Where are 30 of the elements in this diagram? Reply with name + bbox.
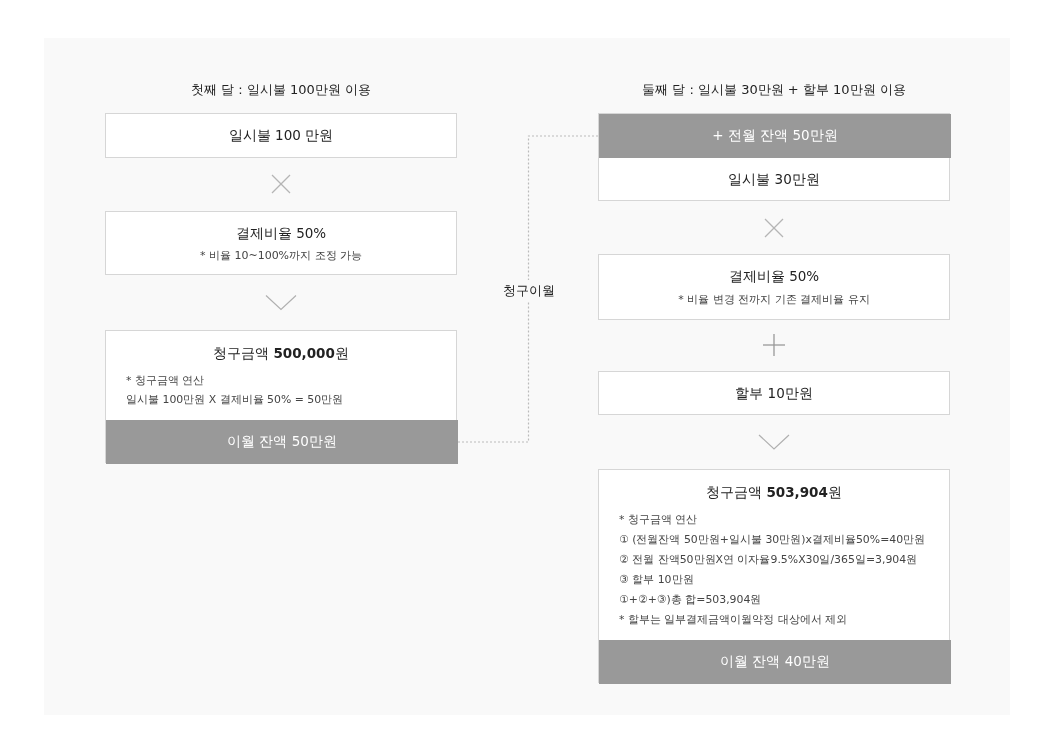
box-title: 청구금액 500,000원 bbox=[212, 345, 350, 363]
note-text: * 비율 10~100%까지 조정 가능 bbox=[198, 248, 364, 263]
step-box bbox=[598, 113, 950, 201]
box-title: 일시불 30만원 bbox=[727, 171, 821, 189]
note-text: * 청구금액 연산 bbox=[126, 374, 205, 388]
box-title: 결제비율 50% bbox=[234, 225, 328, 243]
note-text: ①+②+③)총 합=503,904원 bbox=[619, 593, 762, 607]
note-text: 일시불 100만원 X 결제비율 50% = 50만원 bbox=[126, 393, 344, 407]
box-title: 일시불 100 만원 bbox=[227, 127, 335, 145]
note-text: ② 전월 잔액50만원X연 이자율9.5%X30일/365일=3,904원 bbox=[619, 553, 918, 567]
step-box bbox=[598, 254, 950, 320]
box-title: 결제비율 50% bbox=[727, 268, 821, 286]
note-text: ③ 할부 10만원 bbox=[619, 573, 694, 587]
column-heading: 둘째 달 : 일시불 30만원 + 할부 10만원 이용 bbox=[642, 81, 906, 99]
box-title: 할부 10만원 bbox=[734, 385, 814, 403]
edge-label: 청구이월 bbox=[502, 280, 555, 302]
note-text: * 할부는 일부결제금액이월약정 대상에서 제외 bbox=[619, 613, 848, 627]
step-box bbox=[105, 113, 457, 158]
note-text: ① (전월잔액 50만원+일시불 30만원)x결제비율50%=40만원 bbox=[619, 533, 926, 547]
step-box bbox=[105, 211, 457, 275]
step-box bbox=[105, 330, 457, 463]
box-title: 청구금액 503,904원 bbox=[705, 484, 843, 502]
step-box bbox=[598, 469, 950, 683]
balance-band: + 전월 잔액 50만원 bbox=[599, 114, 951, 158]
note-text: * 청구금액 연산 bbox=[619, 513, 698, 527]
balance-band: 이월 잔액 40만원 bbox=[599, 640, 951, 684]
balance-band: 이월 잔액 50만원 bbox=[106, 420, 458, 464]
note-text: * 비율 변경 전까지 기존 결제비율 유지 bbox=[677, 292, 871, 307]
column-heading: 첫째 달 : 일시불 100만원 이용 bbox=[191, 81, 371, 99]
step-box bbox=[598, 371, 950, 415]
